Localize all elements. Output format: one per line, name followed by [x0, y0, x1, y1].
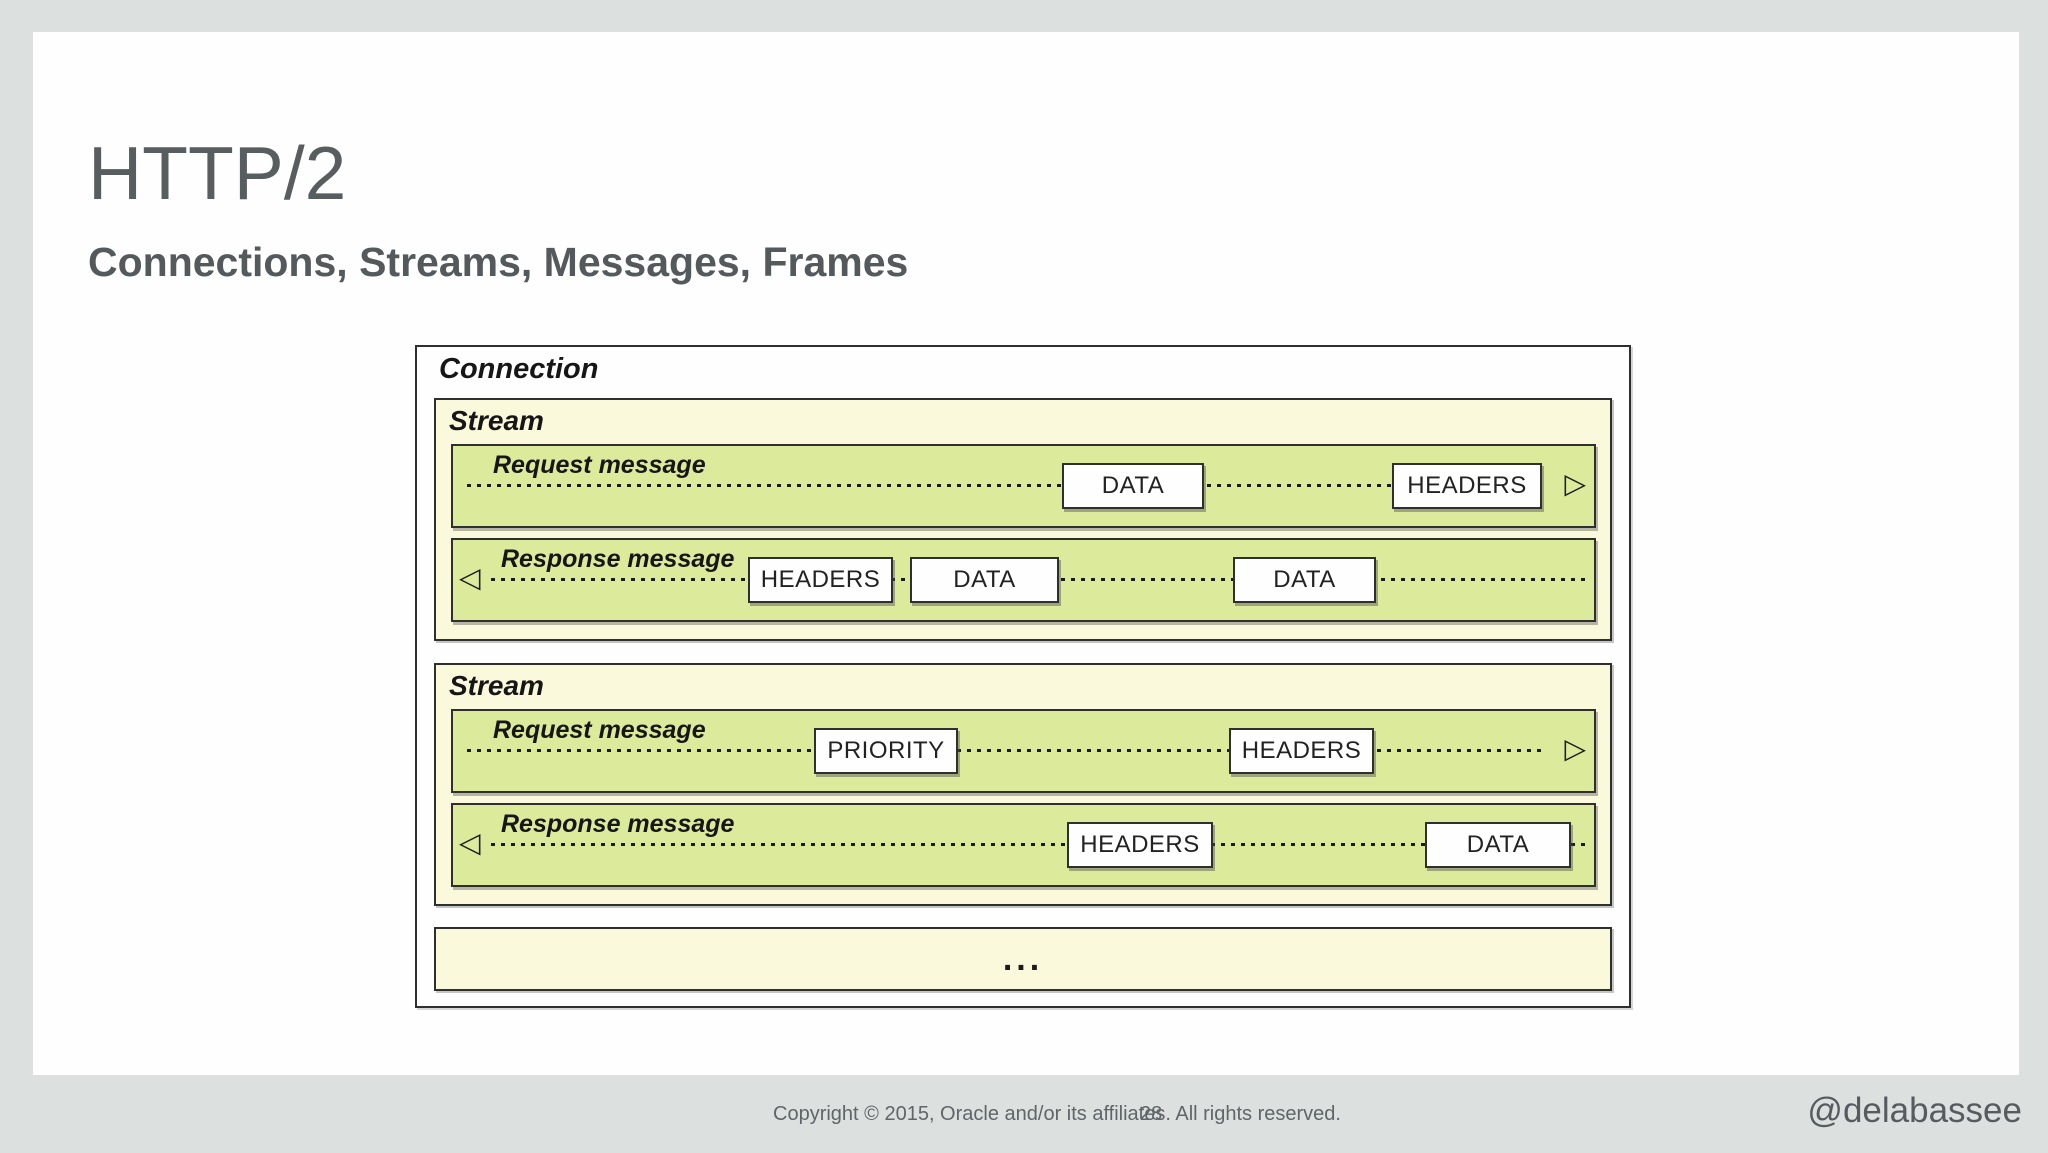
- page-subtitle: Connections, Streams, Messages, Frames: [88, 239, 909, 285]
- connection-label: Connection: [439, 353, 599, 385]
- more-streams-box: ...: [434, 927, 1612, 991]
- page-title: HTTP/2: [88, 131, 347, 215]
- frame-priority: PRIORITY: [814, 728, 958, 774]
- arrow-right-icon: ▷: [1564, 467, 1586, 500]
- footer-page-number: 28: [1140, 1103, 1163, 1125]
- footer-copyright: Copyright © 2015, Oracle and/or its affi…: [773, 1103, 1341, 1125]
- request-message-lane-2: Request message PRIORITY HEADERS ▷: [451, 709, 1596, 793]
- response-message-label: Response message: [501, 810, 735, 838]
- request-message-lane-1: Request message DATA HEADERS ▷: [451, 444, 1596, 528]
- response-message-lane-1: Response message ◁ HEADERS DATA DATA: [451, 538, 1596, 622]
- frame-headers: HEADERS: [1392, 463, 1542, 509]
- http2-connection-diagram: Connection Stream Request message DATA H…: [415, 345, 1631, 1008]
- dotted-flow-line: [467, 484, 1546, 487]
- arrow-right-icon: ▷: [1564, 732, 1586, 765]
- response-message-label: Response message: [501, 545, 735, 573]
- slide-canvas: HTTP/2 Connections, Streams, Messages, F…: [33, 32, 2019, 1075]
- arrow-left-icon: ◁: [459, 826, 481, 859]
- twitter-handle: @delabassee: [1807, 1091, 2022, 1130]
- stream-box-1: Stream Request message DATA HEADERS ▷ Re…: [434, 398, 1612, 641]
- stream-box-2: Stream Request message PRIORITY HEADERS …: [434, 663, 1612, 906]
- frame-data: DATA: [1062, 463, 1204, 509]
- response-message-lane-2: Response message ◁ HEADERS DATA: [451, 803, 1596, 887]
- frame-headers: HEADERS: [1229, 728, 1374, 774]
- frame-data: DATA: [1233, 557, 1376, 603]
- dotted-flow-line: [467, 749, 1546, 752]
- frame-headers: HEADERS: [748, 557, 893, 603]
- request-message-label: Request message: [493, 716, 706, 744]
- arrow-left-icon: ◁: [459, 561, 481, 594]
- dotted-flow-line: [491, 843, 1589, 846]
- frame-headers: HEADERS: [1067, 822, 1213, 868]
- frame-data: DATA: [910, 557, 1059, 603]
- frame-data: DATA: [1425, 822, 1571, 868]
- request-message-label: Request message: [493, 451, 706, 479]
- stream-label: Stream: [449, 405, 544, 436]
- stream-label: Stream: [449, 670, 544, 701]
